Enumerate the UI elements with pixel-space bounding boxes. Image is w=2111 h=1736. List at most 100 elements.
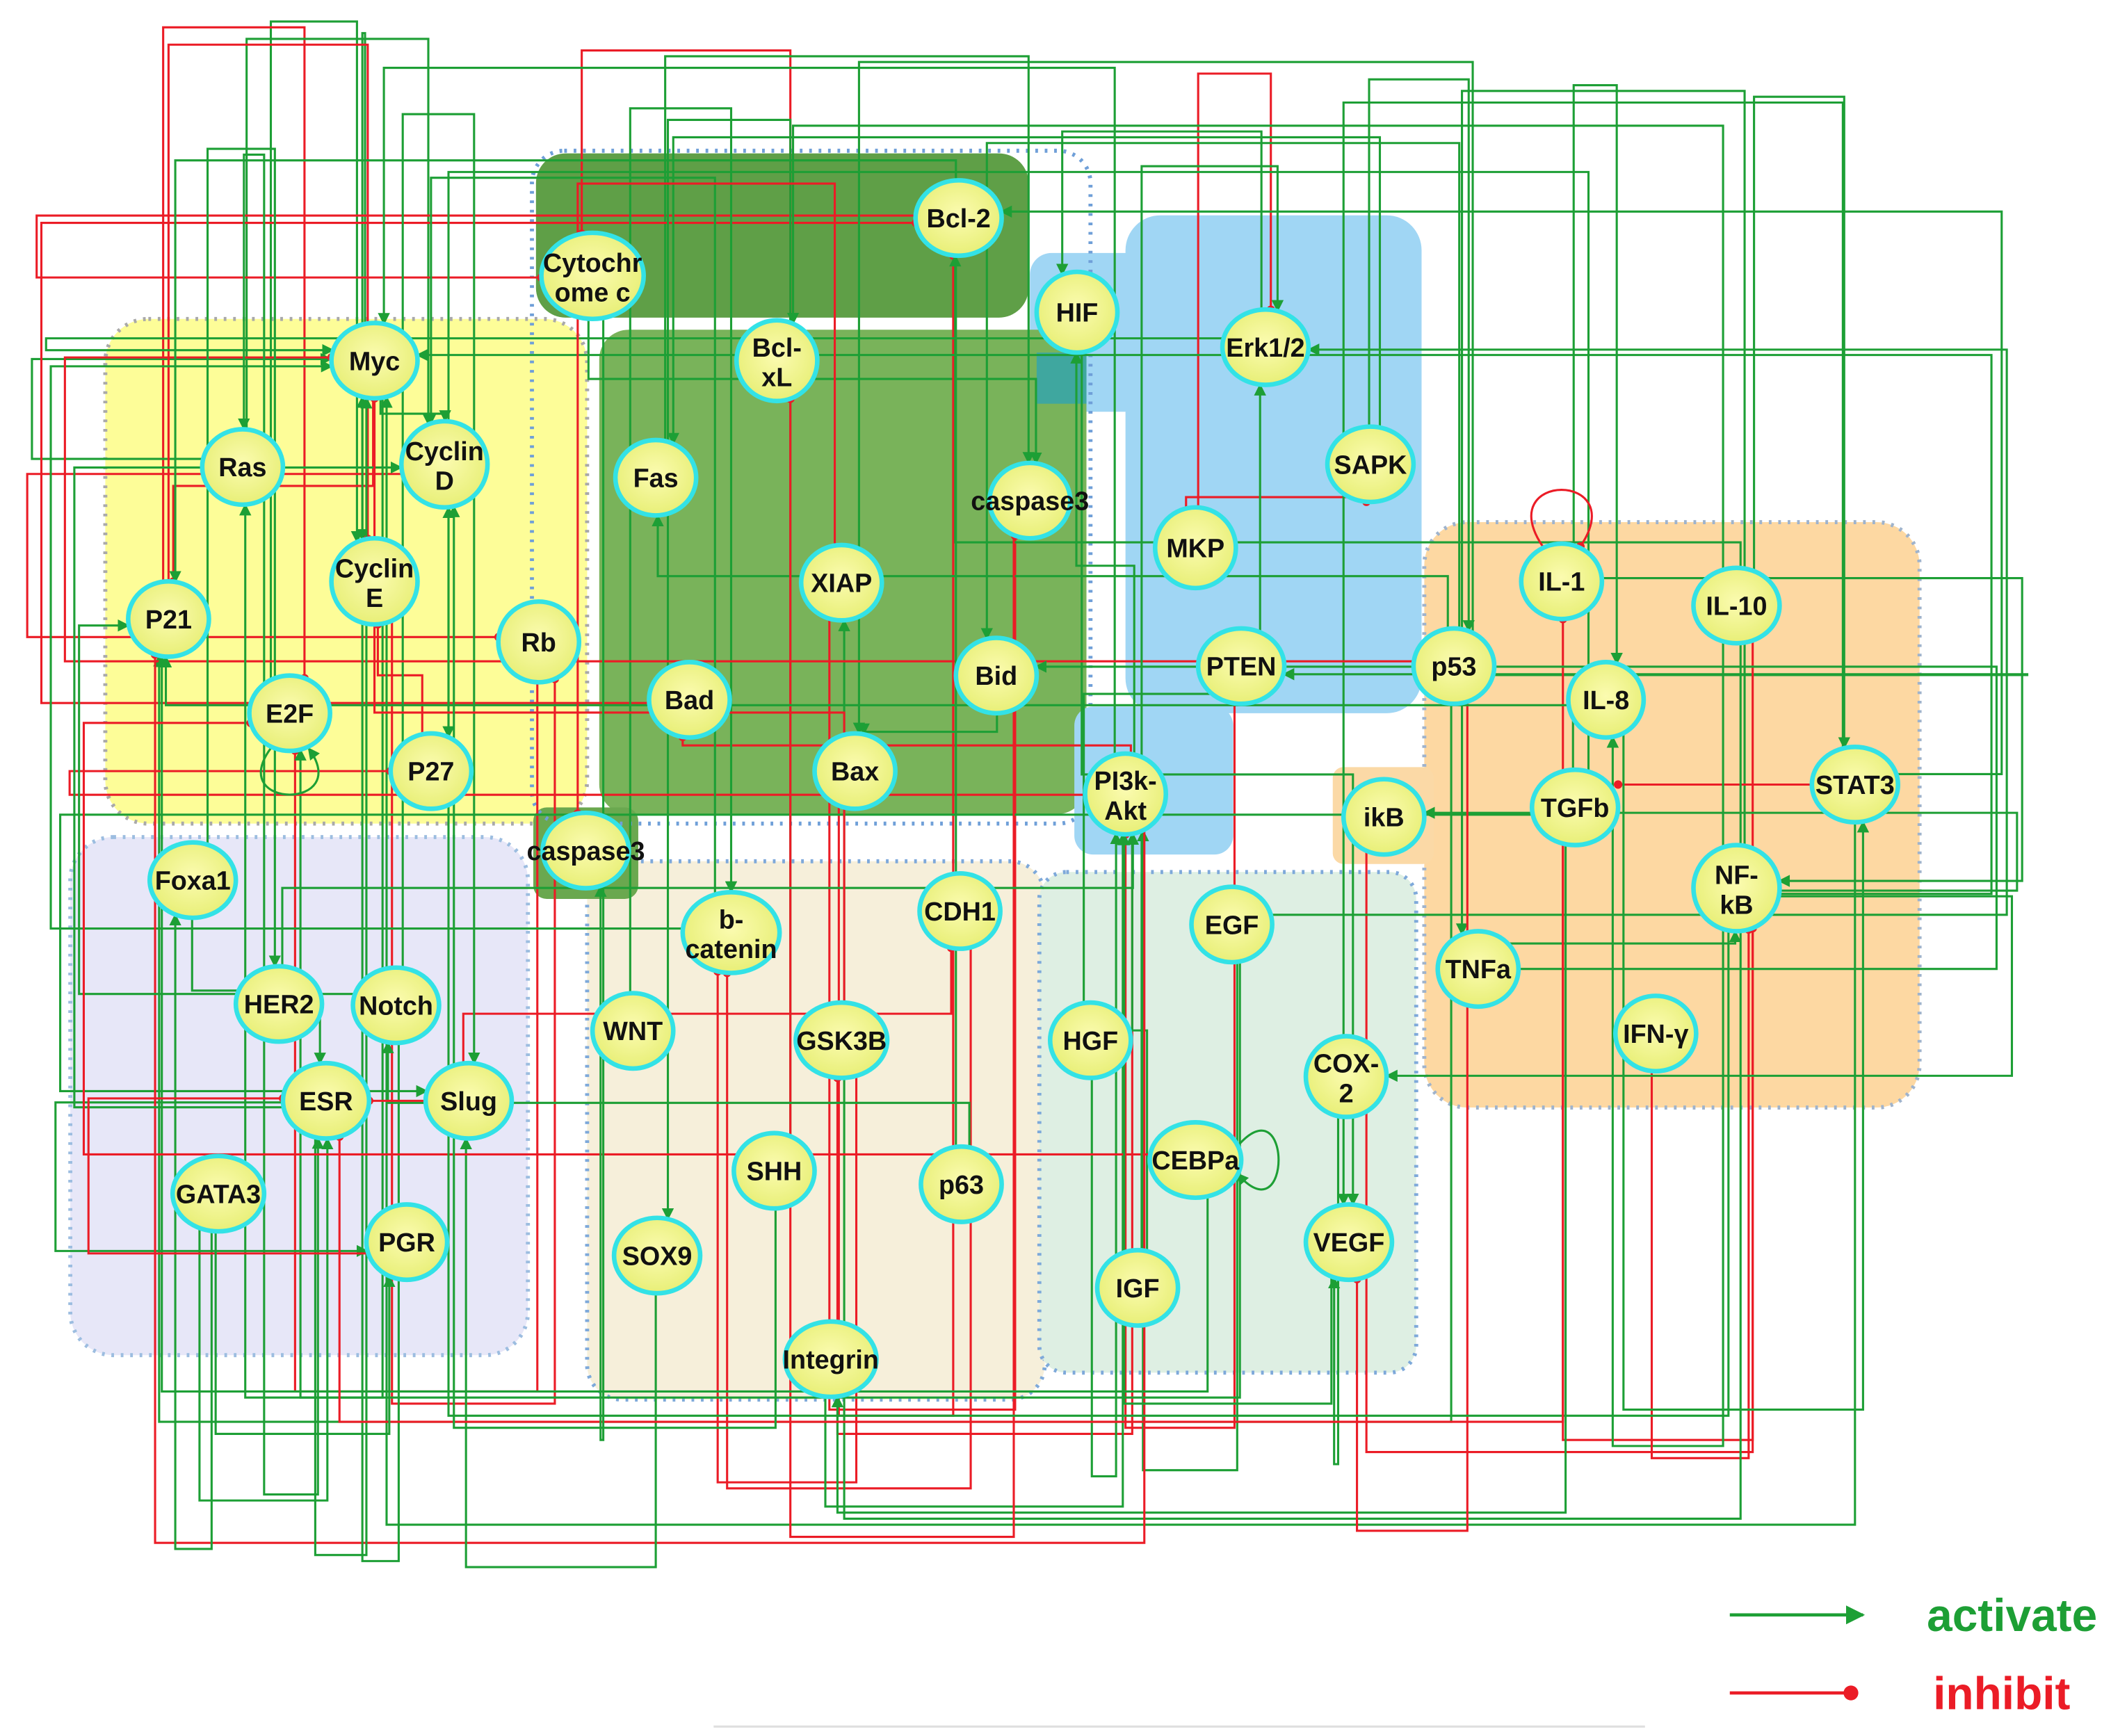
edge-activate: [78, 619, 355, 996]
node-ellipse: [913, 178, 1004, 259]
edge-activate: [1081, 352, 1359, 1206]
node-ellipse: [680, 890, 782, 975]
node-ellipse: [1094, 1247, 1181, 1328]
node-ellipse: [233, 964, 325, 1044]
node-label: Bid: [975, 661, 1017, 690]
node-ellipse: [1147, 1120, 1244, 1201]
node-bcl-2: Bcl-2: [913, 178, 1004, 259]
edge-activate: [999, 205, 2003, 775]
node-bax: Bax: [812, 731, 898, 811]
node-ras: Ras: [200, 427, 286, 508]
node-ellipse: [496, 599, 582, 685]
edge-inhibit: [82, 718, 1151, 1155]
edge-activate: [198, 1137, 334, 1502]
edge-activate: [156, 655, 1209, 1393]
edge-activate: [214, 1231, 396, 1435]
node-label: XIAP: [811, 569, 872, 598]
node-egf: EGF: [1189, 884, 1275, 965]
node-erk1-2: Erk1/2: [1220, 307, 1311, 387]
edge-activate: [667, 136, 1382, 446]
edge-activate: [159, 655, 1574, 770]
node-label-line: D: [435, 467, 454, 496]
edge-activate: [245, 38, 435, 430]
node-il-1: IL-1: [1519, 541, 1605, 622]
node-label-line: IL-1: [1538, 567, 1585, 597]
node-ellipse: [1152, 505, 1238, 591]
node-label-line: caspase3: [971, 487, 1089, 516]
module-green-outline: [530, 148, 1093, 826]
edge-inhibit: [833, 834, 1133, 1435]
node-label-line: HGF: [1062, 1026, 1118, 1055]
node-label-line: Bad: [665, 686, 714, 715]
node-ellipse: [1195, 626, 1287, 706]
node-label-line: CDH1: [924, 897, 996, 926]
edge-inhibit: [786, 394, 1015, 1539]
node-foxa1: Foxa1: [147, 840, 238, 920]
node-label: ESR: [299, 1087, 353, 1116]
node-tgfb: TGFb: [1529, 767, 1621, 847]
legend-inhibit: inhibit: [1729, 1667, 2071, 1719]
node-fas: Fas: [613, 437, 699, 518]
node-nf-kb: NF-kB: [1691, 843, 1782, 934]
edge-activate: [1385, 895, 2014, 1082]
edge-activate: [169, 159, 957, 1147]
edge-activate: [1056, 130, 1263, 310]
node-ellipse: [987, 460, 1073, 541]
node-myc: Myc: [329, 321, 420, 401]
node-label-line: Rb: [521, 628, 556, 657]
node-bid: Bid: [953, 635, 1040, 716]
legend-inhibit-label: inhibit: [1933, 1667, 2070, 1719]
edge-activate: [1070, 351, 1135, 755]
node-ellipse: [329, 321, 420, 401]
node-label: ikB: [1364, 802, 1405, 832]
node-label: MKP: [1166, 533, 1224, 562]
node-label: E2F: [266, 699, 314, 728]
node-ellipse: [1220, 307, 1311, 387]
node-label-line: Cyclin: [335, 553, 414, 583]
edge-inhibit: [1352, 701, 1469, 1532]
node-wnt: WNT: [590, 991, 676, 1071]
node-label: CDH1: [924, 897, 996, 926]
edge-inhibit: [35, 214, 916, 282]
node-label-line: Fas: [633, 464, 679, 493]
node-label: HIF: [1056, 298, 1099, 327]
node-label: Integrin: [783, 1345, 879, 1374]
node-label-line: VEGF: [1313, 1228, 1385, 1257]
module-beige: [585, 859, 1047, 1402]
node-caspase3: caspase3: [971, 460, 1089, 541]
node-label-line: caspase3: [526, 836, 645, 866]
node-label: IFN-γ: [1623, 1019, 1688, 1048]
node-label: VEGF: [1313, 1228, 1385, 1257]
edge-inhibit: [167, 43, 372, 582]
node-label-line: Akt: [1104, 796, 1147, 825]
node-label-line: COX-: [1313, 1049, 1379, 1078]
node-igf: IGF: [1094, 1247, 1181, 1328]
node-label: NF-kB: [1715, 861, 1758, 920]
node-label-line: EGF: [1205, 910, 1259, 939]
edge-activate: [1753, 95, 1851, 749]
edge-inhibit: [1530, 489, 1593, 551]
node-integrin: Integrin: [783, 1319, 879, 1400]
node-p21: P21: [126, 578, 211, 659]
module-dark-green: [535, 153, 1029, 318]
edge-inhibit: [573, 182, 836, 818]
edge-activate: [1423, 806, 2019, 892]
node-label-line: SAPK: [1334, 450, 1407, 479]
node-label: Fas: [633, 464, 679, 493]
edge-activate: [1601, 577, 2023, 887]
node-ellipse: [1519, 541, 1605, 622]
node-label-line: GSK3B: [796, 1026, 887, 1055]
node-label-line: CEBPa: [1151, 1146, 1240, 1175]
node-label-line: Cytochr: [543, 248, 642, 277]
node-label-line: Foxa1: [155, 866, 231, 895]
node-ellipse: [1612, 993, 1699, 1074]
node-ellipse: [170, 1153, 267, 1234]
edge-activate: [382, 1041, 971, 1148]
node-label: Notch: [359, 991, 433, 1020]
edge-activate: [1083, 383, 1266, 1003]
node-label: Bcl-2: [926, 204, 990, 233]
module-orange: [1422, 520, 1922, 1110]
